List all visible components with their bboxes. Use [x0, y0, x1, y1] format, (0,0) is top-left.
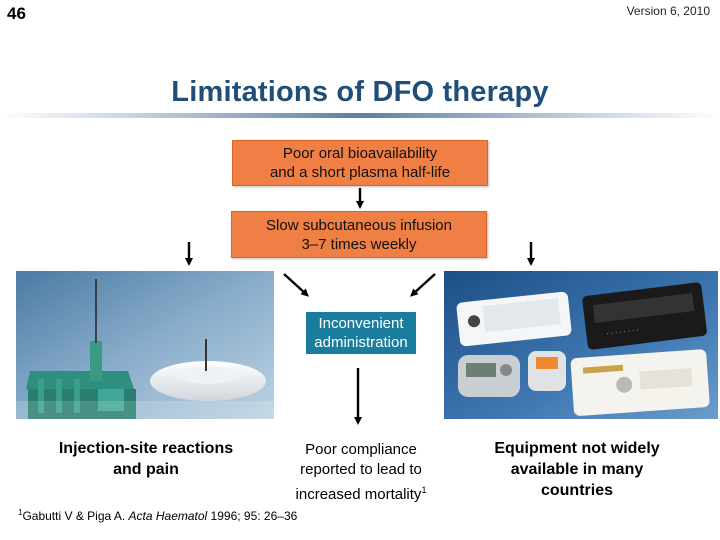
reference-authors: Gabutti V & Piga A.: [22, 509, 129, 523]
arrow-diagonal-right: [410, 273, 436, 297]
box-oral-bioavailability: Poor oral bioavailability and a short pl…: [232, 140, 488, 186]
box-subcutaneous-infusion: Slow subcutaneous infusion 3–7 times wee…: [231, 211, 487, 258]
subcutaneous-needle-photo: [16, 271, 274, 419]
reference-details: 1996; 95: 26–36: [207, 509, 298, 523]
compliance-text: Poor compliance reported to lead to incr…: [295, 441, 422, 503]
reference-footnote-mark: 1: [18, 508, 23, 517]
outcome-equipment: Equipment not widely available in many c…: [494, 440, 660, 499]
slide-number: 46: [7, 4, 26, 23]
title-underline: [0, 113, 720, 118]
outcome-poor-compliance: Poor compliance reported to lead to incr…: [283, 440, 439, 505]
infusion-pumps-photo: · · · · · · · ·: [444, 271, 718, 419]
reference-journal: Acta Haematol: [128, 509, 208, 523]
box-inconvenient-administration: Inconvenient administration: [305, 311, 417, 355]
reference-citation: 1Gabutti V & Piga A. Acta Haematol 1996;…: [18, 508, 297, 523]
outcome-injection-site: Injection-site reactions and pain: [58, 440, 234, 478]
compliance-footnote-mark: 1: [421, 485, 427, 495]
svg-text:· · · · · · · ·: · · · · · · · ·: [606, 327, 639, 338]
version-label: Version 6, 2010: [626, 4, 710, 18]
slide-title: Limitations of DFO therapy: [171, 76, 549, 108]
arrow-diagonal-left: [283, 273, 309, 297]
